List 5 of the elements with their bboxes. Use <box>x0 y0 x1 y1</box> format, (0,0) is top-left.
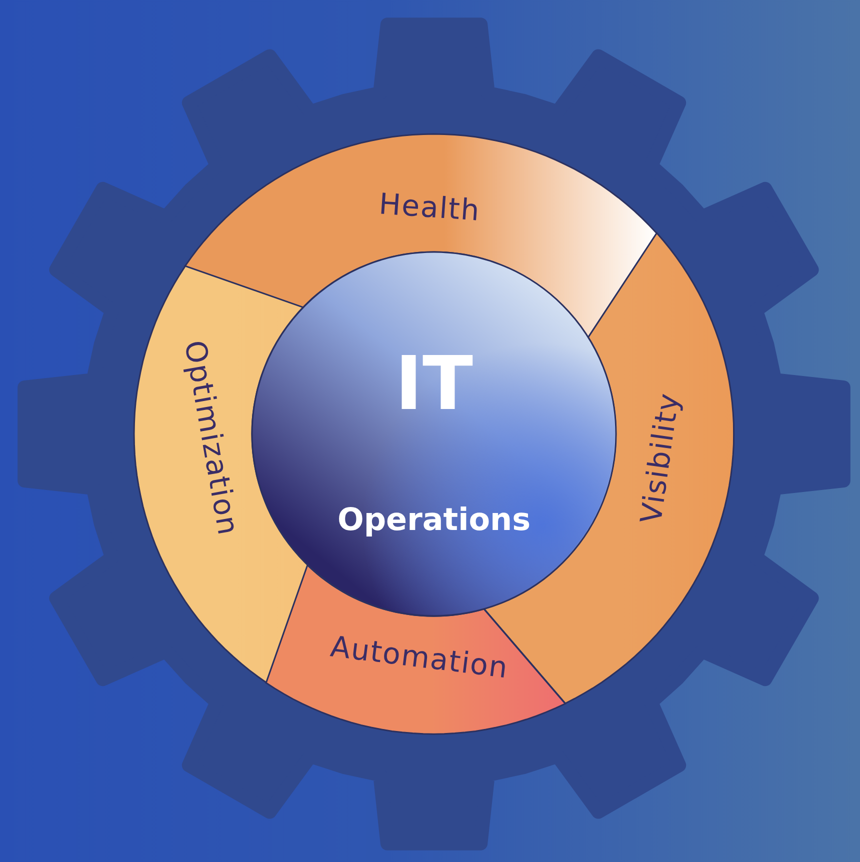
center-subtitle: Operations <box>338 502 531 538</box>
center-title: IT <box>395 341 474 427</box>
segment-label: Automation <box>329 629 511 685</box>
segment-label: Visibility <box>634 390 686 526</box>
segment-label: Health <box>378 186 482 228</box>
